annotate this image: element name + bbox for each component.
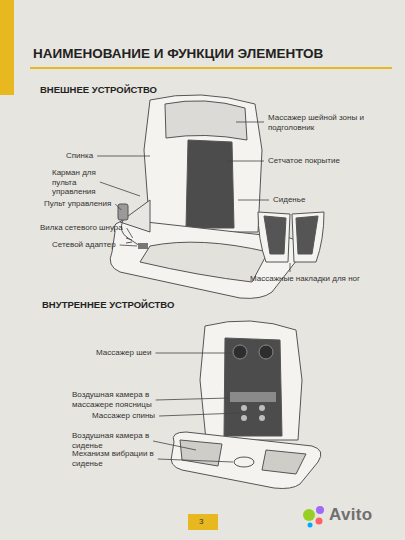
leader-line (226, 161, 264, 162)
chair-interior (171, 321, 321, 489)
page-title: НАИМЕНОВАНИЕ И ФУНКЦИИ ЭЛЕМЕНТОВ (33, 46, 323, 61)
section-heading: ВНУТРЕННЕЕ УСТРОЙСТВО (42, 299, 242, 310)
part-name: Массажер шеи (96, 348, 151, 358)
leader-line (155, 353, 232, 354)
back-rollers (241, 405, 265, 421)
part-name: Пульт управления (44, 199, 111, 209)
part-name: Вилка сетевого шнура (40, 223, 123, 233)
leader-line (158, 459, 233, 462)
part-name: Сетчатое покрытие (268, 156, 378, 166)
leader-line (97, 156, 150, 157)
leader-line (159, 413, 240, 416)
neck-rollers (233, 345, 273, 359)
leader-line (156, 398, 229, 400)
power-adapter (138, 243, 148, 249)
part-name: Карман для пульта управления (52, 168, 114, 197)
leg-pads (258, 212, 324, 262)
part-name: Сиденье (273, 195, 363, 205)
leader-line (236, 122, 264, 123)
page-number: 3 (199, 517, 203, 527)
leader-line (100, 182, 140, 196)
part-name: Спинка (66, 151, 93, 161)
page-number-tab (188, 514, 218, 530)
part-name: Массажер шейной зоны и подголовник (268, 113, 378, 132)
leader-line (238, 200, 269, 201)
part-name: Воздушная камера в сиденье (72, 431, 150, 450)
leader-line (115, 204, 121, 210)
watermark: Avito (329, 505, 372, 525)
part-name: Механизм вибрации в сиденье (72, 449, 158, 468)
leader-line (120, 245, 137, 246)
leader-line (153, 441, 196, 450)
part-name: Сетевой адаптер (52, 240, 116, 250)
lumbar-air-chamber (230, 392, 276, 402)
title-rule (30, 67, 392, 69)
yellow-edge-bar (0, 0, 14, 95)
part-name: Массажные накладки для ног (250, 274, 390, 284)
section-heading: ВНЕШНЕЕ УСТРОЙСТВО (40, 84, 240, 95)
leader-line (290, 263, 291, 272)
plug-pins (126, 238, 132, 243)
part-name: Массажер спины (92, 411, 155, 421)
leader-line (127, 228, 133, 238)
watermark-dots (303, 506, 324, 528)
vibration-motor (234, 457, 254, 467)
power-cord (121, 220, 140, 246)
part-name: Воздушная камера в массажере поясницы (72, 390, 168, 409)
